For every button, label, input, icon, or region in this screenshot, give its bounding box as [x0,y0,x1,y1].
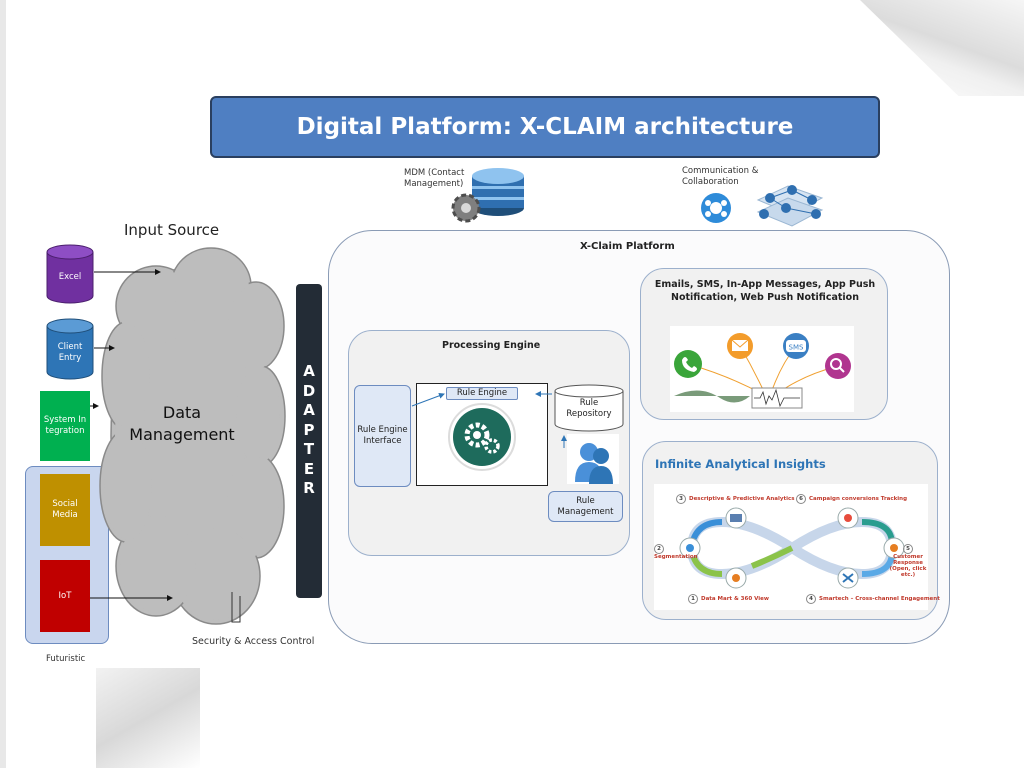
messaging-title: Emails, SMS, In-App Messages, App Push N… [654,279,876,303]
step-number: 6 [796,494,806,504]
input-source-heading: Input Source [124,221,220,239]
diagram-title: Digital Platform: X-CLAIM architecture [210,96,880,158]
futuristic-label: Futuristic [46,654,86,664]
data-management-label: Data Management [129,403,235,444]
source-system-integration: System Integration [40,391,90,461]
client-entry-database-icon [46,318,94,380]
adapter-letter: A [303,362,315,380]
step-number: 2 [654,544,664,554]
step-label: Campaign conversions Tracking [809,496,908,502]
mdm-label: MDM (Contact Management) [404,168,465,189]
step-number: 5 [903,544,913,554]
analytics-infinity-cycle [654,484,928,610]
source-excel: Excel [58,271,82,282]
adapter-bar [296,284,322,598]
source-client-entry: Client Entry [57,342,83,363]
mdm-database-gear-icon [451,168,524,223]
page-curl-bottom-left [96,668,200,768]
communication-network-icon [701,185,824,227]
analytics-title: Infinite Analytical Insights [655,457,826,471]
messaging-channels-graphic: SMS [670,326,854,412]
rule-engine-label: Rule Engine [446,387,518,400]
step-number: 3 [676,494,686,504]
adapter-letter: R [303,479,315,497]
adapter-letter: A [303,401,315,419]
source-arrows [90,269,241,623]
step-label: Smartech – Cross-channel Engagement [819,596,940,602]
adapter-letter: D [302,381,316,400]
step-number: 1 [688,594,698,604]
sms-badge: SMS [789,344,804,352]
rule-repository-label: Rule Repository [566,398,612,419]
rule-engine-gears-icon [448,403,516,471]
step-label: Customer Response (Open, click etc.) [889,554,927,578]
step-number: 4 [806,594,816,604]
adapter-letter: T [303,440,315,458]
data-management-cloud [99,247,286,625]
communication-label: Communication & Collaboration [682,166,759,187]
left-edge-shadow [0,0,6,768]
step-label: Segmentation [654,554,698,560]
page-curl-top-right [860,0,1024,96]
security-access-label: Security & Access Control [192,636,315,647]
processing-engine-title: Processing Engine [442,340,541,351]
rule-management-people-icon [567,434,619,484]
processing-arrows [411,391,567,448]
adapter-letter: P [303,420,315,439]
platform-title: X-Claim Platform [580,241,675,252]
rule-repository-cylinder [554,384,624,432]
excel-database-icon [46,244,94,304]
source-social-media: Social Media [40,474,90,546]
adapter-letter: E [303,459,315,478]
rule-management: Rule Management [548,491,623,522]
step-label: Data Mart & 360 View [701,596,769,602]
step-label: Descriptive & Predictive Analytics [689,496,795,502]
source-iot: IoT [40,560,90,632]
rule-engine-interface: Rule Engine Interface [354,385,411,487]
